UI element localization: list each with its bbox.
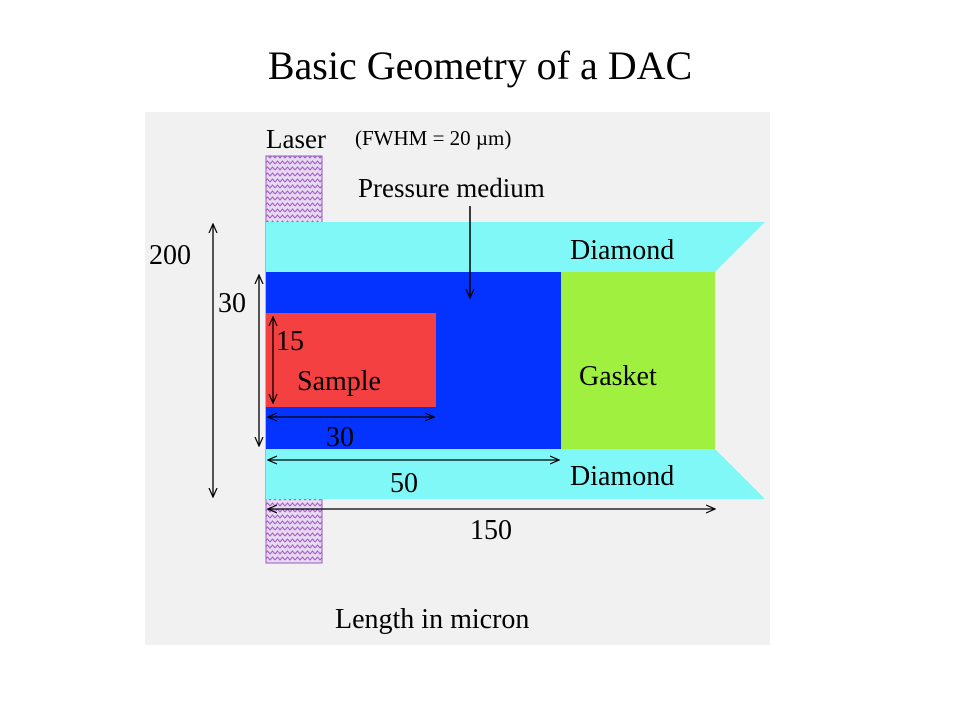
diamond-top-label: Diamond (570, 235, 674, 266)
fwhm-label: (FWHM = 20 µm) (355, 126, 511, 150)
dim-chamber-height: 30 (218, 288, 246, 319)
dac-diagram: Laser (FWHM = 20 µm) Pressure medium Dia… (145, 112, 770, 645)
dim-sample-width: 30 (326, 422, 354, 453)
page-title: Basic Geometry of a DAC (267, 43, 693, 88)
sample-label: Sample (297, 366, 381, 397)
dim-gasket-width: 150 (470, 515, 512, 546)
footer-label: Length in micron (335, 604, 529, 635)
dim-overall-height: 200 (149, 240, 191, 271)
pressure-medium-label: Pressure medium (358, 173, 545, 203)
laser-label: Laser (266, 124, 326, 154)
diamond-bottom (266, 449, 765, 499)
sample-size-label: 15 (276, 326, 304, 357)
diamond-top (266, 222, 765, 272)
dim-chamber-width: 50 (390, 468, 418, 499)
diamond-bottom-label: Diamond (570, 461, 674, 492)
sample-region (266, 313, 436, 407)
gasket-label: Gasket (579, 361, 657, 392)
gasket-region (561, 272, 715, 449)
